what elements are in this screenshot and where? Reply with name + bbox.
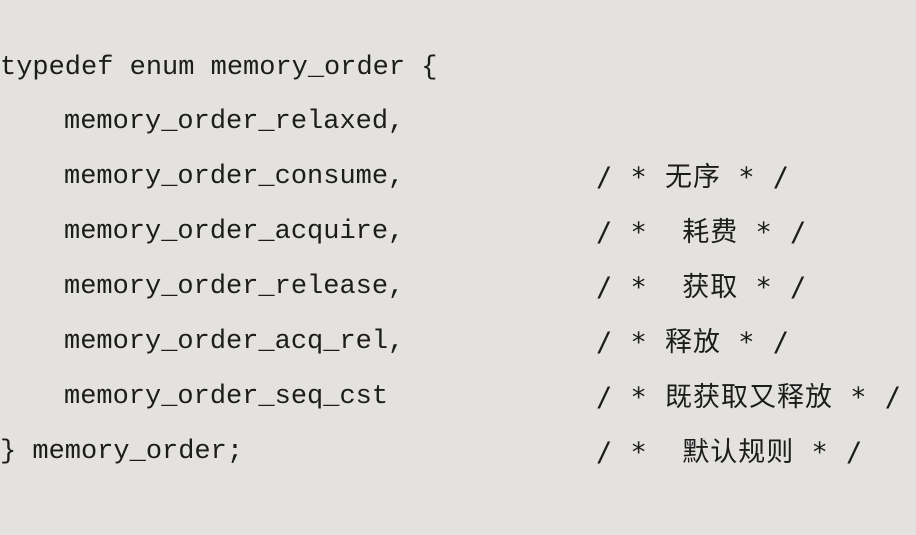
code-line: memory_order_consume, / * 耗费 * / (0, 95, 806, 248)
code-comment: / * 无序 * / (596, 162, 791, 193)
enum-member: memory_order_acq_rel, (64, 327, 405, 357)
enum-declaration: typedef enum memory_order { (0, 53, 438, 83)
enum-member: memory_order_acquire, (64, 217, 405, 247)
code-comment: / * 获取 * / (596, 272, 808, 303)
code-listing: typedef enum memory_order { memory_order… (0, 0, 901, 468)
enum-member: memory_order_seq_cst (64, 382, 389, 412)
enum-member: memory_order_consume, (64, 162, 405, 192)
code-line: memory_order_acquire, / * 获取 * / (0, 150, 806, 303)
enum-member: memory_order_relaxed, (64, 107, 405, 137)
enum-closing: } memory_order; (0, 437, 244, 467)
code-comment: / * 既获取又释放 * / (596, 382, 903, 413)
code-line: memory_order_seq_cst / * 默认规则 * / (0, 315, 862, 468)
code-comment: / * 释放 * / (596, 327, 791, 358)
code-comment: / * 默认规则 * / (596, 437, 864, 468)
code-comment: / * 耗费 * / (596, 217, 808, 248)
code-line: memory_order_acq_rel, / * 既获取又释放 * / (0, 260, 901, 413)
code-line: memory_order_relaxed, / * 无序 * / (0, 40, 789, 193)
code-line-open: typedef enum memory_order { (0, 0, 437, 83)
code-line-close: } memory_order; (0, 370, 243, 467)
enum-member: memory_order_release, (64, 272, 405, 302)
code-line: memory_order_release, / * 释放 * / (0, 205, 789, 358)
